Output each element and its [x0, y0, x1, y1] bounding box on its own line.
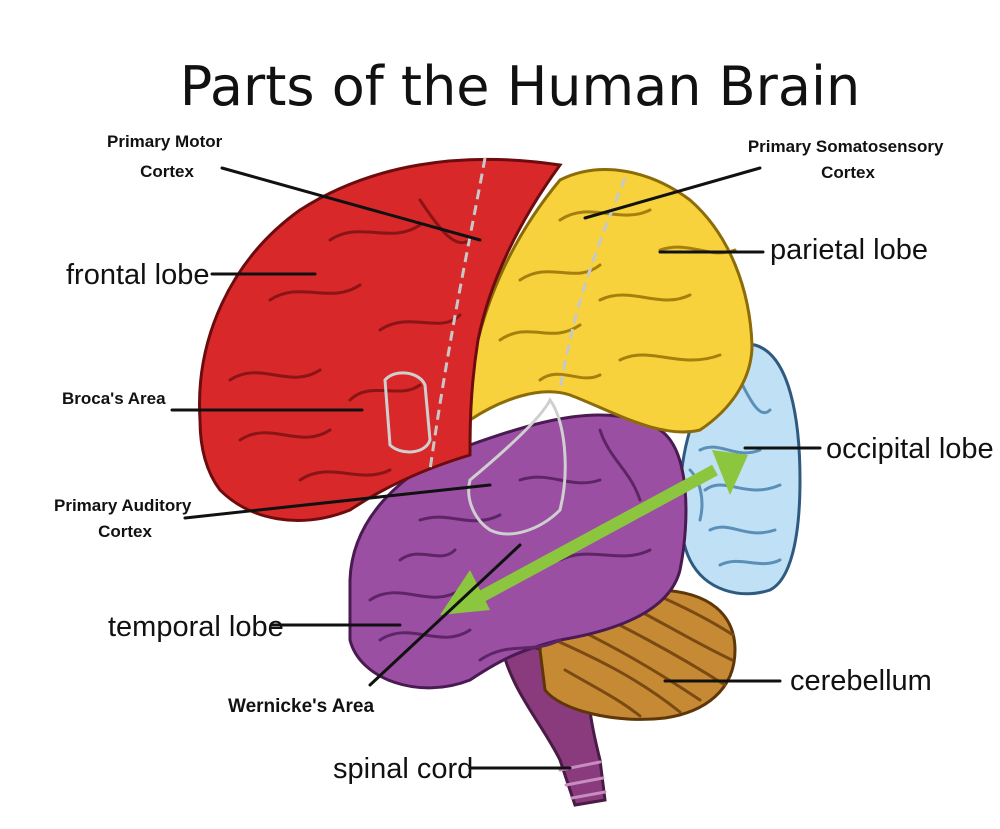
cerebellum-folds — [553, 590, 735, 718]
label-primary-somatosensory-cortex: Primary Somatosensory Cortex — [748, 137, 948, 182]
leader-primary-somatosensory — [583, 166, 762, 220]
frontal-lobe — [198, 157, 563, 522]
label-wernickes-area: Wernicke's Area — [228, 696, 374, 717]
label-parietal-lobe: parietal lobe — [770, 234, 928, 266]
label-temporal-lobe: temporal lobe — [108, 611, 284, 643]
frontal-gyri — [228, 198, 472, 482]
central-sulcus-motor — [428, 157, 487, 471]
label-frontal-lobe: frontal lobe — [66, 259, 210, 291]
label-cerebellum: cerebellum — [790, 665, 932, 697]
label-spinal-cord: spinal cord — [333, 753, 473, 785]
wernickes-area-outline — [467, 397, 567, 536]
label-occipital-lobe: occipital lobe — [826, 433, 994, 465]
page-title: Parts of the Human Brain — [180, 55, 860, 118]
occipital-gyri — [688, 378, 782, 567]
label-brocas-area: Broca's Area — [62, 389, 166, 408]
central-sulcus-sensory — [558, 177, 627, 391]
label-primary-auditory-cortex: Primary Auditory Cortex — [54, 496, 196, 541]
parietal-lobe — [468, 168, 754, 434]
leader-wernickes-area — [368, 543, 522, 687]
double-arrow — [440, 450, 748, 615]
brocas-area-outline — [383, 371, 432, 454]
leader-primary-auditory — [183, 483, 492, 520]
leader-primary-motor — [220, 166, 482, 242]
label-primary-motor-cortex: Primary Motor Cortex — [107, 132, 227, 181]
